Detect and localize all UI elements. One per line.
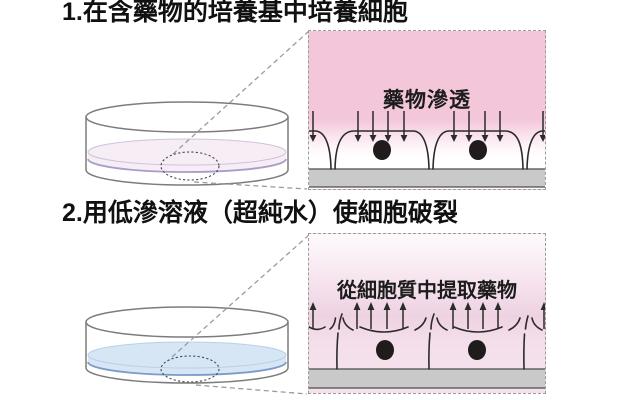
cell-nucleus bbox=[376, 340, 394, 360]
dish2-top-rim bbox=[85, 306, 289, 338]
step2-title: 2.用低滲溶液（超純水）使細胞破裂 bbox=[62, 199, 458, 227]
cell-membranes bbox=[309, 130, 545, 170]
cell-nucleus bbox=[468, 340, 486, 360]
dish1-body bbox=[85, 117, 289, 186]
dish1-liquid bbox=[88, 152, 286, 172]
inset2-label: 從細胞質中提取藥物 bbox=[337, 280, 517, 302]
dish1-top-rim bbox=[85, 101, 289, 133]
zoom-connector-bottom-2 bbox=[195, 384, 308, 395]
dish2-body bbox=[85, 322, 289, 384]
substrate-bar bbox=[309, 168, 545, 188]
dish2-liquid-rim bbox=[87, 361, 287, 376]
petri-dish-culture bbox=[85, 101, 289, 186]
drug-extraction-arrows bbox=[309, 301, 545, 330]
step1-title: 1.在含藥物的培養基中培養細胞 bbox=[62, 0, 408, 26]
drug-penetration-arrows bbox=[309, 110, 545, 143]
petri-dish-hypotonic bbox=[85, 306, 289, 384]
inset-drug-extraction: 從細胞質中提取藥物 bbox=[308, 233, 546, 394]
dish2-liquid-surface bbox=[87, 341, 287, 369]
zoom-region-ellipse-2 bbox=[160, 355, 220, 383]
dish2-liquid bbox=[88, 355, 286, 375]
inset1-graphics bbox=[309, 110, 545, 188]
cell-nucleus bbox=[373, 140, 391, 160]
dish1-liquid-rim bbox=[87, 158, 287, 173]
zoom-connector-top-1 bbox=[171, 30, 310, 156]
dish1-liquid-surface bbox=[87, 138, 287, 166]
substrate-bar bbox=[309, 368, 545, 389]
zoom-region-ellipse-1 bbox=[160, 151, 220, 181]
ruptured-cell-membranes bbox=[309, 313, 543, 370]
zoom-connector-bottom-1 bbox=[193, 181, 308, 190]
cell-nucleus bbox=[469, 140, 487, 160]
inset1-label: 藥物滲透 bbox=[383, 89, 471, 112]
inset-drug-penetration: 藥物滲透 bbox=[308, 30, 546, 190]
inset2-graphics bbox=[309, 301, 545, 389]
